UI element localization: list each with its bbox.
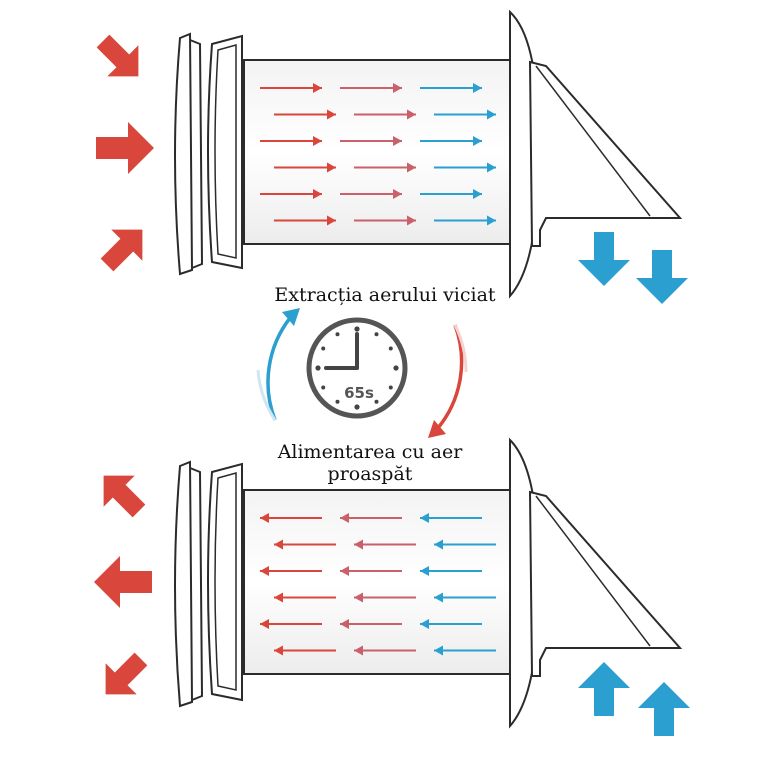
- flow-arrow: [420, 513, 482, 523]
- cool-arrow-down-icon: [578, 232, 630, 286]
- top-duct: [243, 59, 513, 245]
- flow-arrow: [260, 566, 322, 576]
- warm-arrow-icon: [96, 34, 139, 77]
- flow-arrow: [340, 189, 402, 199]
- flow-arrow: [354, 162, 416, 173]
- bottom-ventilation-unit: [174, 437, 683, 729]
- bottom-outflow-arrows: [94, 475, 152, 695]
- flow-arrow: [434, 539, 496, 550]
- flow-arrow: [274, 215, 336, 226]
- flow-arrow: [340, 566, 402, 576]
- timer-label: 65s: [344, 384, 374, 402]
- flow-arrow: [260, 136, 322, 146]
- warm-arrow-icon: [105, 652, 148, 695]
- top-duct-flow-arrows: [260, 83, 496, 226]
- flow-arrow: [340, 136, 402, 146]
- flow-arrow: [340, 83, 402, 93]
- flow-arrow: [434, 592, 496, 603]
- flow-arrow: [420, 189, 482, 199]
- clock-tick: [315, 365, 321, 371]
- flow-arrow: [354, 645, 416, 656]
- flow-arrow: [434, 645, 496, 656]
- cool-arrow-up-icon: [578, 662, 630, 716]
- flow-arrow: [434, 109, 496, 120]
- flow-arrow: [260, 189, 322, 199]
- flow-arrow: [274, 109, 336, 120]
- flow-arrow: [274, 162, 336, 173]
- top-inflow-arrows: [96, 34, 154, 272]
- warm-arrow-icon: [100, 229, 143, 272]
- clock-tick: [321, 385, 326, 390]
- top-ventilation-unit: [174, 9, 683, 299]
- bottom-outdoor-hood: [528, 490, 683, 677]
- bottom-inflow-arrows: [578, 662, 690, 736]
- flow-arrow: [354, 215, 416, 226]
- clock-tick: [388, 385, 393, 390]
- top-outer-grille: [174, 32, 194, 276]
- clock-tick: [354, 404, 360, 410]
- clock-tick: [321, 346, 326, 351]
- clock-tick: [335, 399, 340, 404]
- flow-arrow: [420, 136, 482, 146]
- flow-arrow: [420, 566, 482, 576]
- clock-ticks: [315, 326, 399, 410]
- top-inner-grille: [207, 34, 243, 270]
- flow-arrow: [434, 162, 496, 173]
- clock-tick: [374, 332, 379, 337]
- cool-arrow-up-icon: [638, 682, 690, 736]
- flow-arrow: [260, 83, 322, 93]
- flow-arrow: [260, 513, 322, 523]
- cool-arrow-down-icon: [636, 250, 688, 304]
- clock-icon: 65s: [306, 317, 408, 419]
- top-outflow-arrows: [578, 232, 688, 304]
- clock-tick: [393, 365, 399, 371]
- flow-arrow: [420, 83, 482, 93]
- bottom-outer-grille: [174, 460, 194, 708]
- warm-arrow-icon: [96, 122, 154, 174]
- bottom-duct-flow-arrows: [260, 513, 496, 656]
- warm-arrow-icon: [94, 556, 152, 608]
- flow-arrow: [354, 109, 416, 120]
- bottom-duct: [243, 489, 513, 675]
- clock-tick: [354, 326, 360, 332]
- clock-tick: [335, 332, 340, 337]
- flow-arrow: [274, 539, 336, 550]
- flow-arrow: [420, 619, 482, 629]
- flow-arrow: [274, 592, 336, 603]
- flow-arrow: [274, 645, 336, 656]
- top-outdoor-hood: [528, 60, 683, 247]
- flow-arrow: [340, 513, 402, 523]
- flow-arrow: [434, 215, 496, 226]
- cycle-arrows-icon: [256, 308, 468, 438]
- extraction-caption: Extracția aerului viciat: [274, 284, 496, 306]
- flow-arrow: [354, 592, 416, 603]
- supply-caption: Alimentarea cu aer proaspăt: [277, 441, 463, 485]
- flow-arrow: [260, 619, 322, 629]
- clock-tick: [388, 346, 393, 351]
- bottom-inner-grille: [207, 462, 243, 702]
- clock-tick: [374, 399, 379, 404]
- warm-arrow-icon: [103, 475, 146, 518]
- flow-arrow: [340, 619, 402, 629]
- flow-arrow: [354, 539, 416, 550]
